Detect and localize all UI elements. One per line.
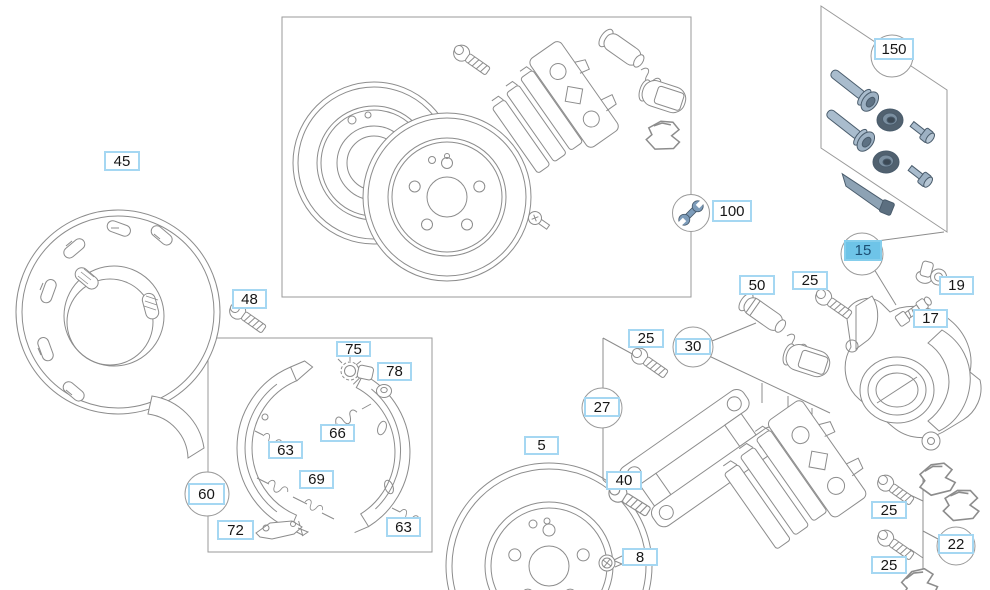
callout-40[interactable]: 40: [606, 471, 642, 490]
callout-30[interactable]: 30: [675, 338, 711, 355]
bolt-25-b-drawing: [627, 344, 671, 382]
pad-clip-22-a-drawing: [919, 462, 957, 497]
callout-72[interactable]: 72: [217, 520, 254, 540]
pad-clip-22-b-drawing: [941, 486, 983, 525]
callout-27[interactable]: 27: [584, 397, 620, 417]
callout-45[interactable]: 45: [104, 151, 140, 171]
lever-72-drawing: [255, 520, 310, 540]
bleeder-17-drawing: [894, 296, 932, 327]
callout-100[interactable]: 100: [712, 200, 752, 222]
spring-63-left-drawing: [254, 430, 284, 450]
brake-pads-set-drawing: [491, 41, 619, 173]
callout-15[interactable]: 15: [844, 240, 882, 261]
callout-25-a[interactable]: 25: [792, 271, 828, 290]
callout-25-d[interactable]: 25: [871, 556, 907, 574]
group-box-parking-shoes: [207, 337, 433, 553]
backing-plate-drawing: [15, 209, 221, 459]
caliper-bolt-drawing: [449, 41, 493, 79]
callout-69[interactable]: 69: [299, 470, 334, 489]
wrench-icon: [672, 194, 710, 232]
callout-63-b[interactable]: 63: [386, 517, 421, 537]
brake-pads-mid-drawing: [722, 400, 867, 549]
guide-pin-50-drawing: [738, 292, 834, 381]
callout-150[interactable]: 150: [874, 38, 914, 60]
disc-set-screw-drawing: [528, 211, 551, 230]
parking-shoe-right-drawing: [352, 373, 411, 534]
piston-cap-78-drawing: [376, 384, 392, 398]
callout-60[interactable]: 60: [188, 483, 225, 505]
callout-48[interactable]: 48: [232, 289, 267, 309]
spring-63-right-drawing: [391, 507, 421, 526]
screw-8-drawing: [598, 554, 624, 572]
wear-sensor-top-drawing: [598, 28, 690, 117]
callout-25-b[interactable]: 25: [628, 329, 664, 348]
front-disc-drawing: [362, 112, 532, 282]
bushing-drawings: [872, 108, 904, 174]
group-box-disc-pads: [281, 16, 692, 298]
callout-66[interactable]: 66: [320, 424, 355, 442]
pad-clip-top-drawing: [643, 116, 684, 155]
callout-8[interactable]: 8: [622, 548, 658, 566]
bolt-25-a-drawing: [811, 285, 855, 323]
grease-tube-drawing: [841, 172, 895, 216]
callout-63-a[interactable]: 63: [268, 441, 303, 459]
adjuster-75-drawing: [337, 355, 375, 381]
pin-kit-parts-drawing: [826, 69, 936, 216]
parking-shoe-left-drawing: [236, 360, 314, 536]
spring-69-drawing: [256, 477, 335, 520]
callout-22[interactable]: 22: [938, 534, 974, 554]
callout-78[interactable]: 78: [377, 362, 412, 381]
callout-5[interactable]: 5: [524, 436, 559, 455]
callout-17[interactable]: 17: [913, 309, 948, 328]
callout-75[interactable]: 75: [336, 341, 371, 357]
caliper-drawing: [844, 295, 982, 451]
callout-25-c[interactable]: 25: [871, 501, 907, 519]
callout-50[interactable]: 50: [739, 275, 775, 295]
callout-19[interactable]: 19: [939, 276, 974, 295]
